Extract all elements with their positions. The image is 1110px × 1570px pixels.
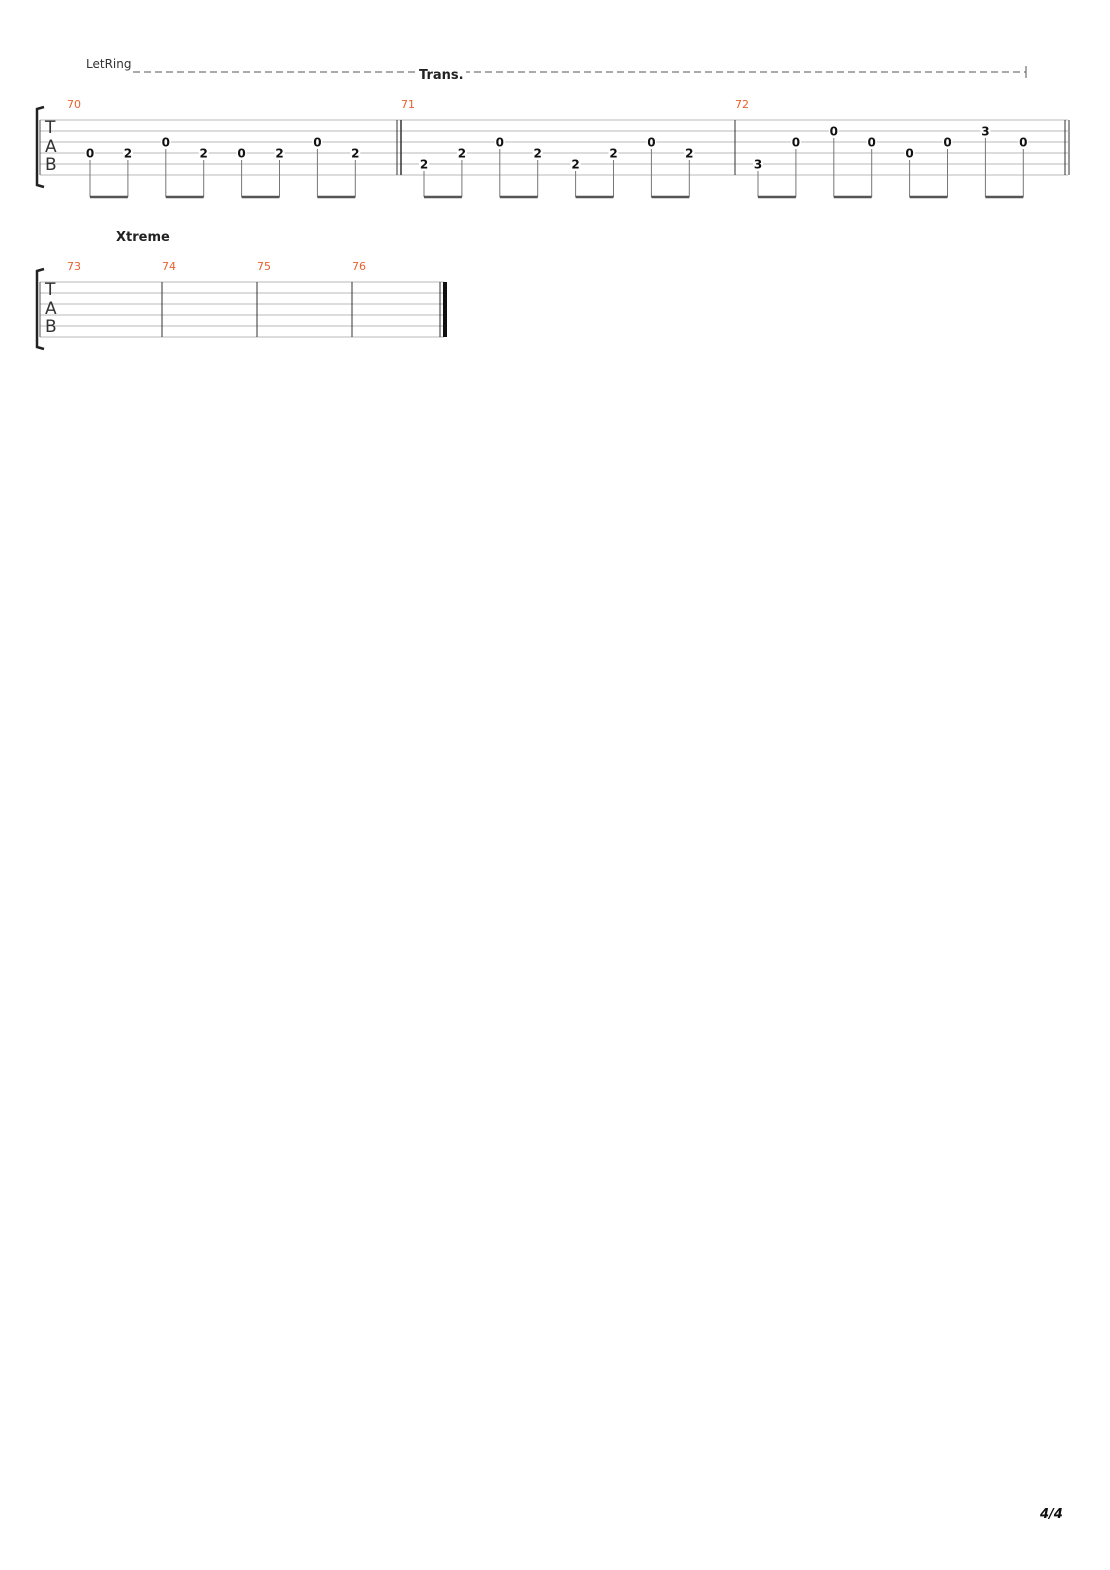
fret-number: 2: [534, 147, 542, 161]
fret-number: 2: [458, 147, 466, 161]
fret-number: 0: [792, 136, 800, 150]
measure-number: 75: [257, 260, 271, 273]
fret-number: 3: [754, 158, 762, 172]
fret-number: 0: [905, 147, 913, 161]
section-label-bg: [416, 64, 466, 80]
fret-number-bg: [160, 136, 171, 148]
fret-number: 2: [351, 147, 359, 161]
staff-lines: [40, 281, 444, 338]
measure-number: 74: [162, 260, 176, 273]
tab-clef-t: T: [44, 118, 56, 138]
system-bracket: [35, 267, 45, 351]
fret-number-bg: [570, 158, 581, 170]
fret-number: 0: [313, 136, 321, 150]
fret-number-bg: [456, 147, 467, 159]
fret-number-bg: [753, 158, 763, 170]
tab-clef-a: A: [45, 137, 57, 157]
fret-number: 0: [830, 125, 838, 139]
staff-lines: [40, 119, 1068, 176]
fret-number-bg: [790, 136, 801, 148]
page-number: 4/4: [1040, 1507, 1063, 1522]
system-bracket: [35, 105, 45, 189]
fret-number: 0: [496, 136, 504, 150]
measure-number: 70: [67, 98, 81, 111]
fret-number: 3: [981, 125, 989, 139]
final-barline-thick: [443, 282, 447, 337]
fret-number: 2: [609, 147, 617, 161]
tab-system-1: LetRing Trans. T A B 70 71 72: [35, 57, 1070, 199]
tab-clef-b: B: [45, 317, 57, 337]
fret-number-bg: [646, 136, 657, 148]
fret-number: 2: [275, 147, 283, 161]
fret-number: 0: [647, 136, 655, 150]
measure-number: 72: [735, 98, 749, 111]
fret-number: 2: [420, 158, 428, 172]
tab-system-2: Xtreme T A B 73 74 75 76: [35, 230, 447, 351]
fret-number: 2: [124, 147, 132, 161]
fret-number-bg: [904, 147, 915, 159]
fret-number: 2: [571, 158, 579, 172]
fret-number: 0: [162, 136, 170, 150]
fret-number-bg: [608, 147, 619, 159]
fret-number-bg: [684, 147, 695, 159]
measure-number: 71: [401, 98, 415, 111]
section-label-trans: Trans.: [419, 68, 464, 83]
fret-number-bg: [980, 125, 991, 137]
fret-number: 2: [200, 147, 208, 161]
fret-number-bg: [274, 147, 285, 159]
tab-clef-a: A: [45, 299, 57, 319]
fret-number: 0: [86, 147, 94, 161]
fret-number-bg: [494, 136, 505, 148]
section-label-xtreme: Xtreme: [116, 230, 170, 245]
fret-number-bg: [532, 147, 543, 159]
fret-number: 0: [943, 136, 951, 150]
fret-number: 0: [237, 147, 245, 161]
fret-number-bg: [236, 147, 247, 159]
fret-number: 0: [1019, 136, 1027, 150]
fret-number: 2: [685, 147, 693, 161]
fret-number-bg: [866, 136, 877, 148]
fret-number-bg: [122, 147, 133, 159]
fret-number-bg: [198, 147, 209, 159]
fret-number-bg: [85, 147, 95, 159]
tab-clef-t: T: [44, 280, 56, 300]
let-ring-label: LetRing: [86, 57, 131, 71]
fret-number-bg: [828, 125, 839, 137]
fret-number-bg: [1018, 136, 1029, 148]
fret-number-bg: [350, 147, 361, 159]
measure-number: 73: [67, 260, 81, 273]
notes-layer: 0 2 0 2 0 2 0 2 2 2 0 2 2 2 0 2 3 0 0 0 0 0 3 0: [85, 125, 1029, 199]
fret-number: 0: [868, 136, 876, 150]
fret-number-bg: [942, 136, 953, 148]
fret-number-bg: [312, 136, 323, 148]
tab-clef-b: B: [45, 155, 57, 175]
fret-number-bg: [419, 158, 429, 170]
measure-number: 76: [352, 260, 366, 273]
